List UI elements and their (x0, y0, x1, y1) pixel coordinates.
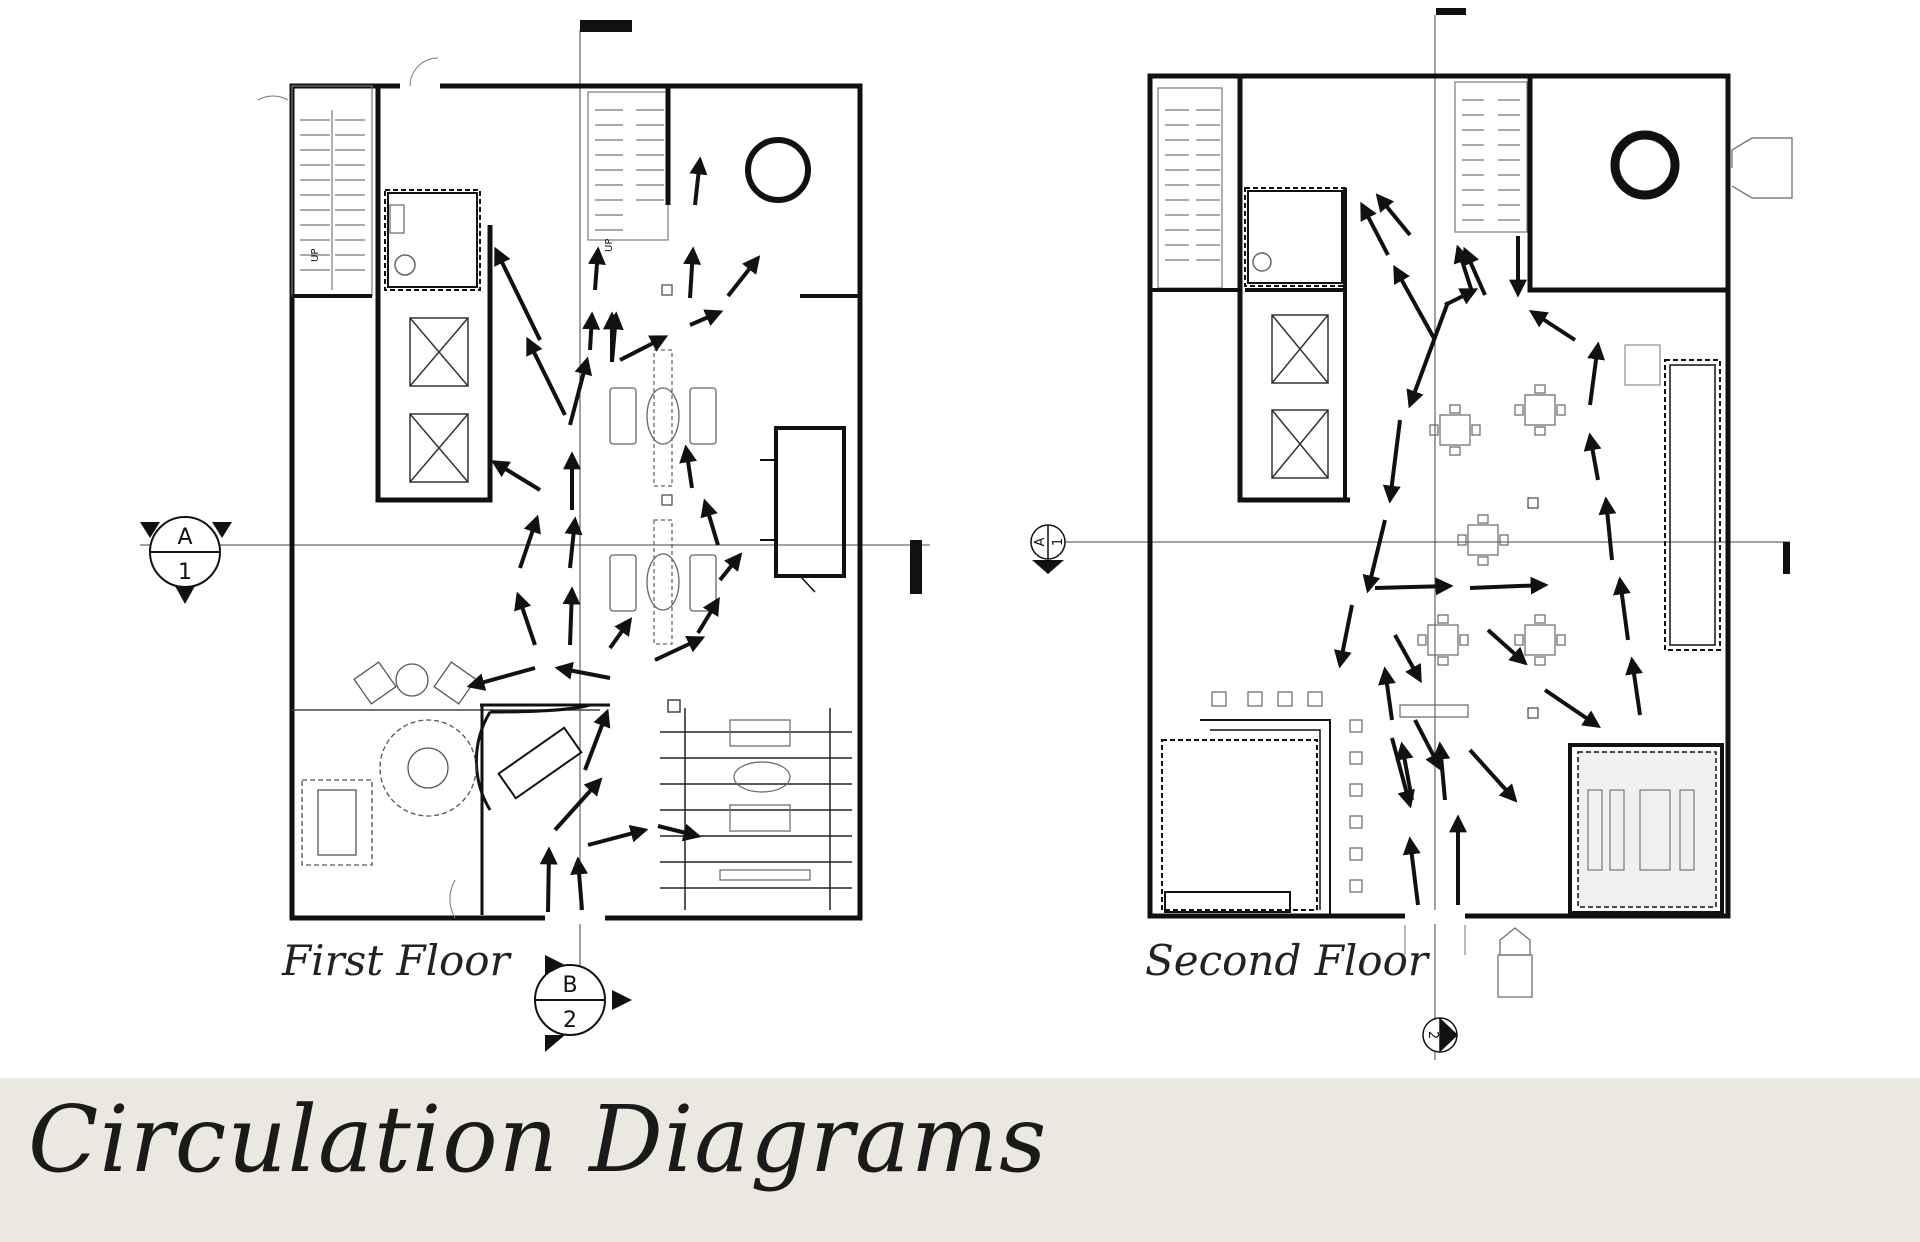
section-b-number: 2 (1425, 1031, 1440, 1039)
elevator-icon (409, 317, 469, 483)
section-a-number: 1 (1051, 538, 1066, 546)
section-b-letter: B (1441, 1031, 1456, 1040)
section-b-number: 2 (563, 1008, 577, 1033)
restroom-room (384, 189, 481, 291)
circulation-floor-plans: UP UP (140, 8, 1793, 1060)
counter-kiosk (774, 426, 846, 578)
elevator-core-wall (375, 86, 493, 503)
second-floor-plan: A 1 B 2 Second Floor (1030, 8, 1793, 1060)
lounge-seating (609, 349, 717, 645)
reception-desk (497, 726, 583, 800)
stair-up-label: UP (310, 249, 321, 262)
section-b-letter: B (562, 973, 577, 998)
title-band: Circulation Diagrams (0, 1078, 1920, 1242)
bar-counter (1664, 359, 1721, 651)
round-column (745, 137, 811, 203)
lounge-room (1568, 743, 1724, 915)
elevator-icon (1271, 314, 1329, 479)
bookshelf-rows (660, 708, 852, 910)
curved-wall (474, 711, 492, 811)
round-column (1610, 130, 1680, 200)
first-floor-label: First Floor (281, 936, 513, 985)
page-title: Circulation Diagrams (28, 1086, 1048, 1193)
section-marker-a: A 1 (140, 516, 232, 604)
circulation-arrows (466, 156, 761, 913)
dining-tables (301, 661, 477, 866)
toilet-icon (394, 254, 416, 276)
section-marker-b: B 2 (1422, 1017, 1458, 1053)
section-marker-a: A 1 (1030, 524, 1066, 574)
circulation-arrows (1333, 193, 1643, 906)
section-marker-b: B 2 (534, 955, 632, 1052)
stair-left-icon (1157, 87, 1223, 289)
section-b-end-mark (580, 20, 632, 32)
section-a-end-mark (910, 540, 922, 594)
stair-up-label: UP (604, 239, 615, 252)
first-floor-plan: UP UP (140, 20, 930, 1052)
stair-central-icon (1454, 81, 1528, 233)
section-a-letter: A (177, 525, 192, 550)
section-a-number: 1 (178, 560, 192, 585)
cafe-tables (1417, 384, 1566, 666)
kitchen-area (1161, 739, 1318, 911)
stair-left-icon (291, 85, 373, 297)
stair-central-icon (587, 91, 669, 241)
section-a-letter: A (1033, 537, 1048, 546)
second-floor-label: Second Floor (1145, 936, 1431, 985)
